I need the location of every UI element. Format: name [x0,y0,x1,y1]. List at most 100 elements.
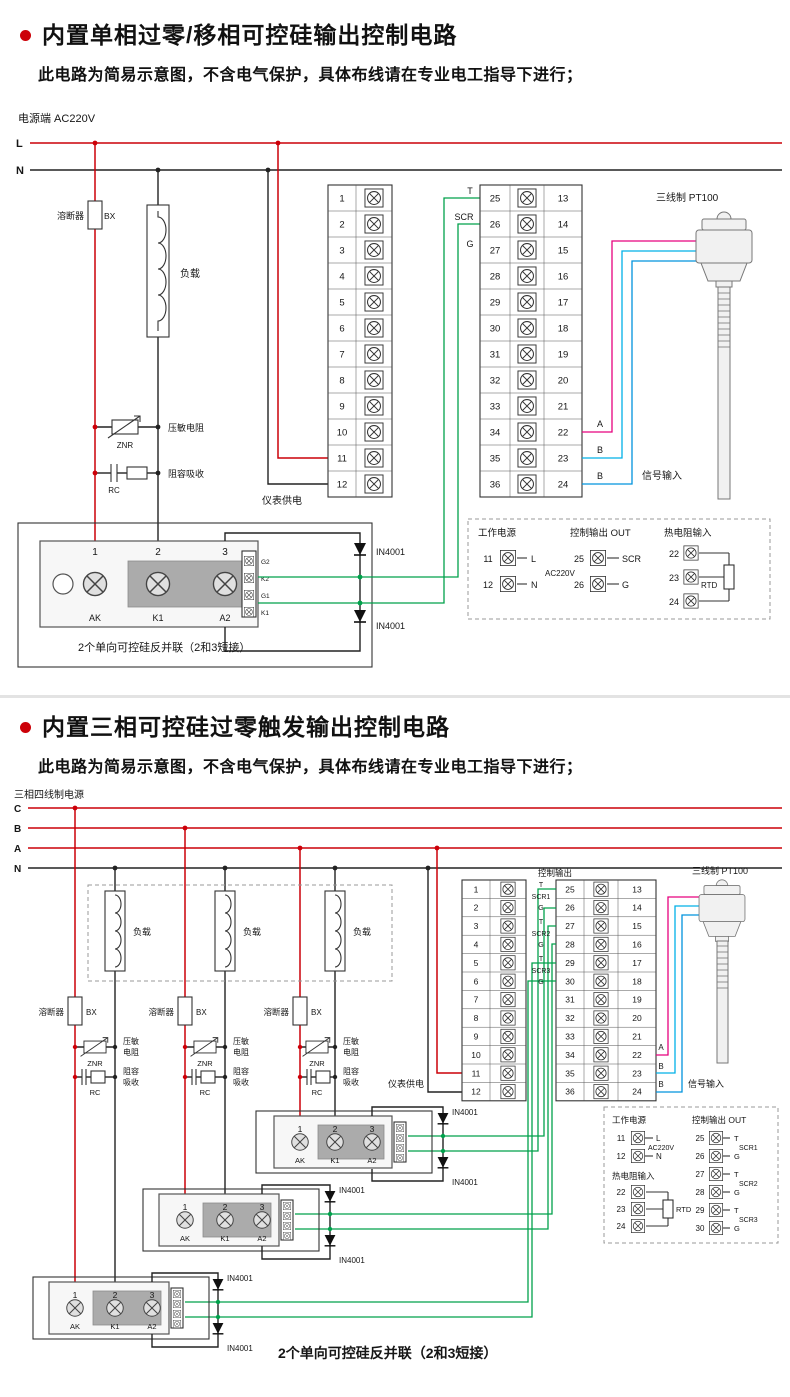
legend-terminal-number: 11 [483,554,492,564]
legend-t-label: T [734,1170,739,1179]
terminal-screw-icon [593,918,609,934]
fuse-label: 溶断器 [148,1007,174,1017]
legend-terminal-number: 11 [617,1134,626,1143]
terminal-number: 12 [337,479,348,490]
diode-label: IN4001 [339,1186,365,1195]
legend-terminal-number: 26 [574,580,584,590]
diode-label: IN4001 [376,621,405,631]
terminal-number: 31 [490,349,501,360]
module-terminal-number: 3 [260,1202,265,1212]
fuse-label: 溶断器 [38,1007,64,1017]
terminal-number: 5 [339,297,344,308]
section1-title: 内置单相过零/移相可控硅输出控制电路 [42,22,458,48]
terminal-number: 33 [490,401,501,412]
module-terminal-number: 2 [155,547,161,558]
ctrl-t-label: T [467,186,473,196]
terminal-number: 10 [471,1050,481,1060]
module-terminal-name: AK [70,1322,80,1331]
phase-c-label: C [14,804,21,815]
module-terminal-name: K1 [152,613,163,623]
terminal-number: 34 [490,427,501,438]
terminal-number: 1 [474,884,479,894]
varistor-label: 压敏 [123,1036,139,1046]
terminal-number: 32 [565,1013,575,1023]
terminal-screw-icon [517,396,537,416]
module-terminal-number: 1 [92,547,98,558]
terminal-number: 13 [558,193,569,204]
fuse-code-label: BX [104,211,116,221]
varistor-symbol [107,415,141,439]
terminal-screw-icon [364,188,384,208]
module-aux-label: K1 [261,610,269,617]
legend-terminal-number: 24 [669,597,679,607]
terminal-screw-icon [500,1010,516,1026]
terminal-number: 22 [558,427,569,438]
terminal-number: 22 [632,1050,642,1060]
red-bullet-icon [20,30,31,41]
terminal-screw-icon [500,973,516,989]
pt100-label: 三线制 PT100 [656,191,719,204]
fuse-symbols [67,996,308,1026]
pt100-sensor [695,211,753,500]
terminal-number: 30 [565,976,575,986]
terminal-number: 14 [632,903,642,913]
terminal-screw-icon [364,396,384,416]
terminal-screw-icon [517,188,537,208]
terminal-screw-icon [364,448,384,468]
terminal-screw-icon [500,918,516,934]
rc-label: 阻容 [123,1066,139,1076]
terminal-screw-icon [500,900,516,916]
module-aux-label: K2 [261,576,269,583]
scr-module-1 [255,1110,433,1174]
varistor-label: 压敏 [343,1036,359,1046]
legend-terminal-number: 25 [696,1134,705,1143]
module-caption: 2个单向可控硅反并联（2和3短接） [78,640,250,654]
terminal-number: 8 [474,1013,479,1023]
module-terminal-name: AK [180,1234,190,1243]
varistor-label: 压敏电阻 [168,422,204,433]
terminal-screw-icon [593,1065,609,1081]
module-caption: 2个单向可控硅反并联（2和3短接） [278,1345,497,1361]
meter-supply-label: 仪表供电 [388,1078,424,1089]
power-source-label: 电源端 AC220V [18,111,96,125]
module-terminal-name: A2 [367,1156,376,1165]
module-terminal-name: AK [295,1156,305,1165]
module-terminal-number: 1 [183,1202,188,1212]
varistor-label: 压敏 [233,1036,249,1046]
terminal-screw-icon [364,292,384,312]
phase-b-label: B [14,824,21,835]
legend-box [467,518,771,620]
terminal-number: 11 [337,453,347,464]
diode-label: IN4001 [227,1344,253,1353]
load-label: 负载 [180,267,200,280]
varistor-code-label: ZNR [309,1059,325,1068]
red-wiring [94,143,328,573]
module-aux-label: G2 [261,559,270,566]
terminal-number: 3 [474,921,479,931]
diode-label: IN4001 [227,1274,253,1283]
varistor-code-label: ZNR [87,1059,103,1068]
fuse-label: 溶断器 [57,210,84,221]
terminal-number: 29 [565,958,575,968]
phase-n-label: N [14,864,21,875]
terminal-screw-icon [500,955,516,971]
terminal-number: 33 [565,1031,575,1041]
signal-a-label: A [658,1043,664,1052]
legend-out-title: 控制输出 OUT [692,1115,746,1125]
ctrl-output-header: 控制输出 [538,868,572,878]
signal-input-label: 信号输入 [642,469,682,482]
legend-scr3-label: SCR3 [739,1217,758,1224]
terminal-screw-icon [517,266,537,286]
signal-b-label: B [658,1080,663,1089]
load-label: 负载 [133,926,151,937]
legend-terminal-number: 26 [696,1152,705,1161]
terminal-screw-icon [364,344,384,364]
legend-voltage-label: AC220V [545,569,575,578]
fuse-code-label: BX [86,1008,97,1017]
legend-voltage-label: AC220V [648,1145,674,1152]
terminal-number: 24 [558,479,569,490]
scr3-label: SCR3 [532,968,551,975]
diode-icon [323,1190,337,1203]
module-terminal-number: 1 [298,1124,303,1134]
